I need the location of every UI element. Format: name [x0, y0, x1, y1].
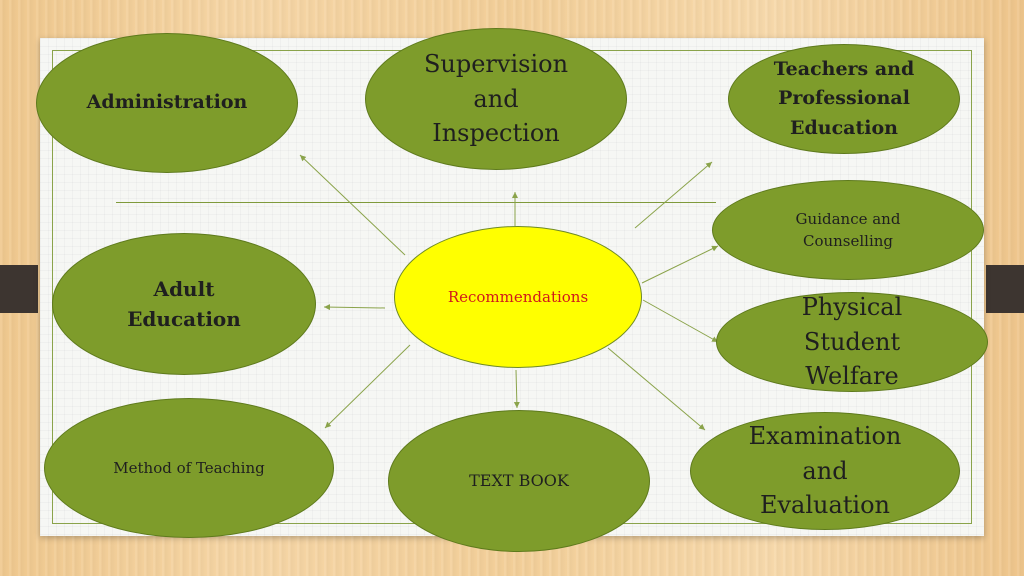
node-guidance-counselling: Guidance and Counselling — [712, 180, 984, 280]
arrow-to-administration — [299, 154, 406, 256]
arrow-to-physical — [642, 299, 719, 343]
node-recommendations: Recommendations — [394, 226, 642, 368]
arrow-to-adult — [323, 304, 386, 311]
node-physical-welfare: Physical Student Welfare — [716, 292, 988, 392]
node-textbook-label: TEXT BOOK — [469, 471, 569, 490]
node-adult-label: Adult Education — [127, 277, 241, 331]
node-text-book: TEXT BOOK — [388, 410, 650, 552]
divider-line — [116, 202, 716, 203]
right-edge-tab — [986, 265, 1024, 313]
arrow-to-method — [324, 344, 411, 429]
arrow-to-guidance — [641, 245, 719, 284]
arrow-to-examination — [607, 347, 706, 431]
node-supervision-inspection: Supervision and Inspection — [365, 28, 627, 170]
node-administration-label: Administration — [86, 91, 248, 114]
node-method-teaching: Method of Teaching — [44, 398, 334, 538]
node-administration: Administration — [36, 33, 298, 173]
node-examination-label: Examination and Evaluation — [748, 421, 902, 520]
node-physical-label: Physical Student Welfare — [801, 292, 903, 391]
left-edge-tab — [0, 265, 38, 313]
node-recommendations-label: Recommendations — [447, 287, 589, 306]
node-teachers-label: Teachers and Professional Education — [773, 57, 915, 139]
node-examination-evaluation: Examination and Evaluation — [690, 412, 960, 530]
arrow-to-textbook — [513, 369, 520, 409]
node-guidance-label: Guidance and Counselling — [795, 209, 901, 251]
node-adult-education: Adult Education — [52, 233, 316, 375]
node-supervision-label: Supervision and Inspection — [423, 49, 569, 148]
arrow-to-teachers — [634, 161, 713, 229]
node-teachers-education: Teachers and Professional Education — [728, 44, 960, 154]
node-method-label: Method of Teaching — [113, 458, 265, 477]
